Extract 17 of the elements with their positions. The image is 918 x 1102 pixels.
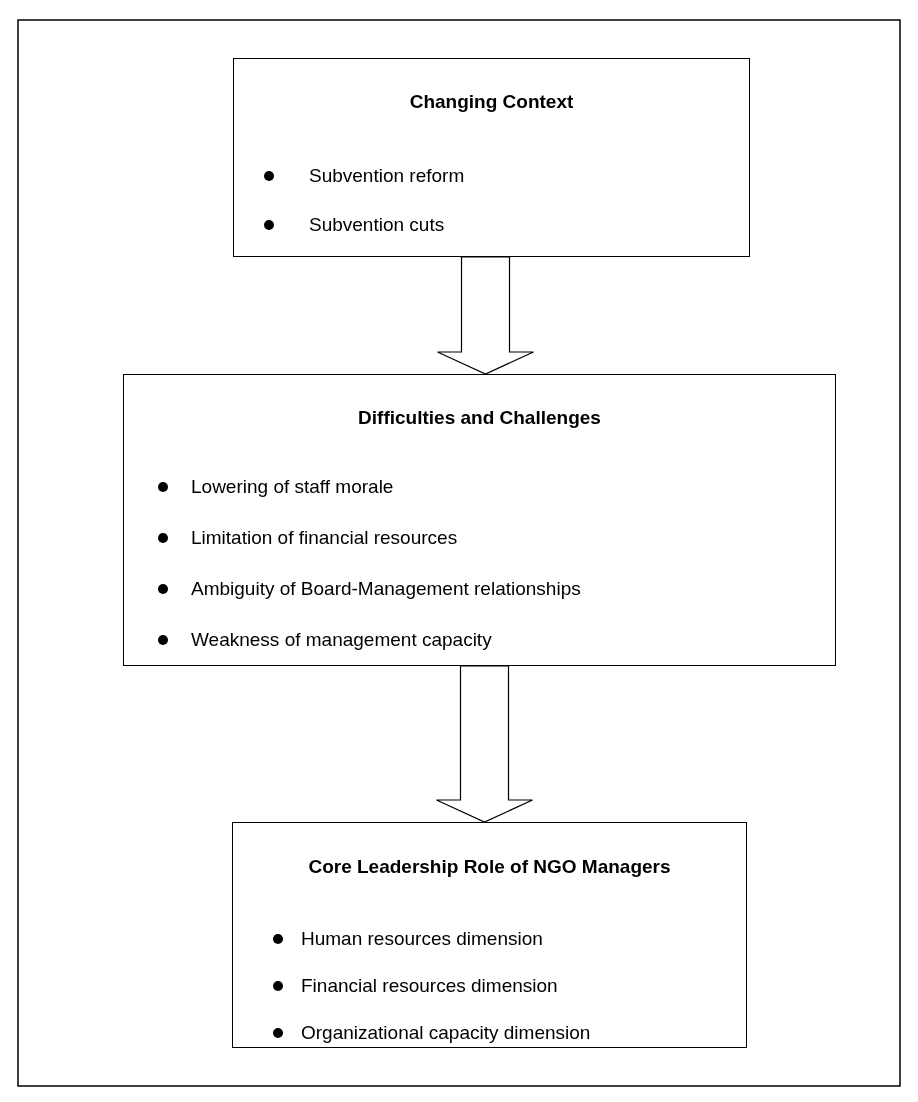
box-heading: Difficulties and Challenges — [357, 407, 602, 429]
block-arrow — [435, 665, 534, 823]
block-arrow — [436, 256, 535, 375]
process-box — [123, 374, 836, 666]
list-item: Human resources dimension — [301, 928, 543, 950]
list-item: Subvention cuts — [309, 214, 445, 236]
list-item: Ambiguity of Board-Management relationships — [191, 578, 581, 600]
list-item: Weakness of management capacity — [191, 629, 492, 651]
list-item: Financial resources dimension — [301, 975, 558, 997]
process-box — [232, 822, 747, 1048]
list-item: Lowering of staff morale — [191, 476, 394, 498]
process-box — [233, 58, 750, 257]
box-heading: Changing Context — [408, 91, 575, 113]
box-heading: Core Leadership Role of NGO Managers — [307, 856, 672, 878]
list-item: Organizational capacity dimension — [301, 1022, 591, 1044]
list-item: Subvention reform — [309, 165, 465, 187]
list-item: Limitation of financial resources — [191, 527, 458, 549]
